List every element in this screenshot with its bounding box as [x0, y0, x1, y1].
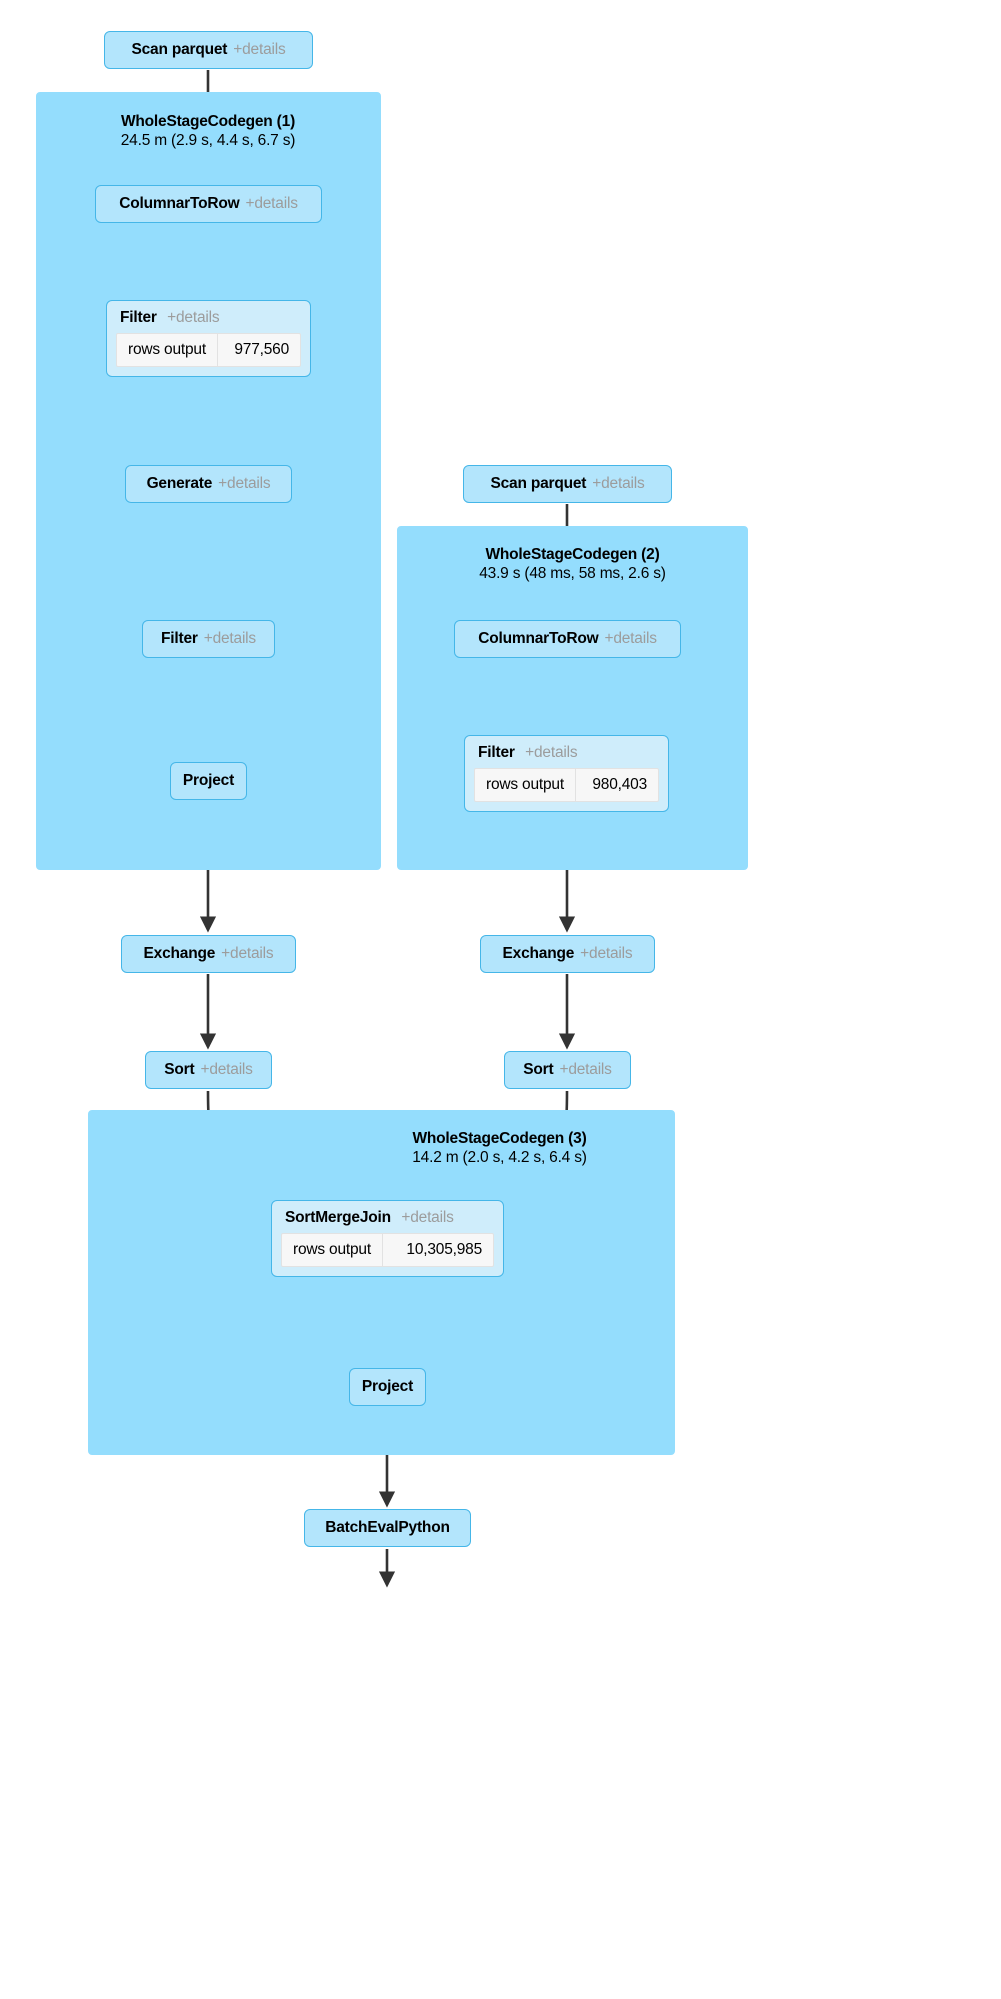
details-link[interactable]: +details [245, 195, 298, 212]
node-exchange-right[interactable]: Exchange +details [480, 935, 655, 973]
details-link[interactable]: +details [233, 41, 286, 58]
stage-time-2: 43.9 s (48 ms, 58 ms, 2.6 s) [479, 564, 666, 582]
details-link[interactable]: +details [167, 309, 220, 326]
details-link[interactable]: +details [218, 475, 271, 492]
node-filter-left-2[interactable]: Filter +details [142, 620, 275, 658]
node-filter-left[interactable]: Filter +details rows output 977,560 [106, 300, 311, 377]
operator-name: Generate [146, 475, 213, 492]
metric-key: rows output [293, 1241, 371, 1258]
stage-label-wholestagecodegen-3: WholeStageCodegen (3) 14.2 m (2.0 s, 4.2… [344, 1130, 655, 1168]
node-columnar-to-row-right[interactable]: ColumnarToRow +details [454, 620, 681, 658]
operator-name: Scan parquet [490, 475, 587, 492]
node-generate-left[interactable]: Generate +details [125, 465, 292, 503]
details-link[interactable]: +details [203, 630, 256, 647]
node-exchange-left[interactable]: Exchange +details [121, 935, 296, 973]
stage-time-1: 24.5 m (2.9 s, 4.4 s, 6.7 s) [120, 131, 296, 149]
metric-key: rows output [128, 341, 206, 358]
details-link[interactable]: +details [525, 744, 578, 761]
operator-name: ColumnarToRow [119, 195, 240, 212]
node-columnar-to-row-left[interactable]: ColumnarToRow +details [95, 185, 322, 223]
stage-name-1: WholeStageCodegen (1) [120, 113, 296, 130]
metric-value: 10,305,985 [381, 1234, 493, 1266]
metric-key: rows output [486, 776, 564, 793]
metric-value: 980,403 [574, 769, 658, 801]
stage-label-wholestagecodegen-2: WholeStageCodegen (2) 43.9 s (48 ms, 58 … [417, 546, 728, 584]
node-project-left[interactable]: Project [170, 762, 247, 800]
node-sort-left[interactable]: Sort +details [145, 1051, 272, 1089]
operator-name: Exchange [143, 945, 216, 962]
operator-name: Project [182, 772, 235, 789]
details-link[interactable]: +details [221, 945, 274, 962]
stage-container-wholestagecodegen-2[interactable] [397, 526, 748, 870]
stage-name-3: WholeStageCodegen (3) [412, 1130, 587, 1147]
metric-table: rows output 977,560 [116, 333, 301, 367]
details-link[interactable]: +details [604, 630, 657, 647]
operator-name: BatchEvalPython [325, 1519, 450, 1536]
node-scan-parquet-left[interactable]: Scan parquet +details [104, 31, 313, 69]
details-link[interactable]: +details [580, 945, 633, 962]
operator-name: Project [361, 1378, 414, 1395]
operator-name: Filter [478, 744, 515, 761]
node-batch-eval-python[interactable]: BatchEvalPython [304, 1509, 471, 1547]
details-link[interactable]: +details [592, 475, 645, 492]
metric-table: rows output 10,305,985 [281, 1233, 494, 1267]
node-project-join[interactable]: Project [349, 1368, 426, 1406]
stage-name-2: WholeStageCodegen (2) [485, 546, 660, 563]
operator-name: Filter [120, 309, 157, 326]
node-sort-right[interactable]: Sort +details [504, 1051, 631, 1089]
node-sort-merge-join[interactable]: SortMergeJoin +details rows output 10,30… [271, 1200, 504, 1277]
details-link[interactable]: +details [401, 1209, 454, 1226]
node-header: SortMergeJoin +details [281, 1209, 494, 1233]
operator-name: ColumnarToRow [478, 630, 599, 647]
operator-name: Exchange [502, 945, 575, 962]
node-header: Filter +details [474, 744, 659, 768]
metric-table: rows output 980,403 [474, 768, 659, 802]
operator-name: SortMergeJoin [285, 1209, 391, 1226]
node-filter-right[interactable]: Filter +details rows output 980,403 [464, 735, 669, 812]
details-link[interactable]: +details [559, 1061, 612, 1078]
operator-name: Scan parquet [131, 41, 228, 58]
operator-name: Filter [161, 630, 198, 647]
node-scan-parquet-right[interactable]: Scan parquet +details [463, 465, 672, 503]
stage-label-wholestagecodegen-1: WholeStageCodegen (1) 24.5 m (2.9 s, 4.4… [58, 113, 358, 151]
details-link[interactable]: +details [200, 1061, 253, 1078]
operator-name: Sort [523, 1061, 554, 1078]
node-header: Filter +details [116, 309, 301, 333]
operator-name: Sort [164, 1061, 195, 1078]
metric-value: 977,560 [216, 334, 300, 366]
stage-time-3: 14.2 m (2.0 s, 4.2 s, 6.4 s) [412, 1148, 587, 1166]
